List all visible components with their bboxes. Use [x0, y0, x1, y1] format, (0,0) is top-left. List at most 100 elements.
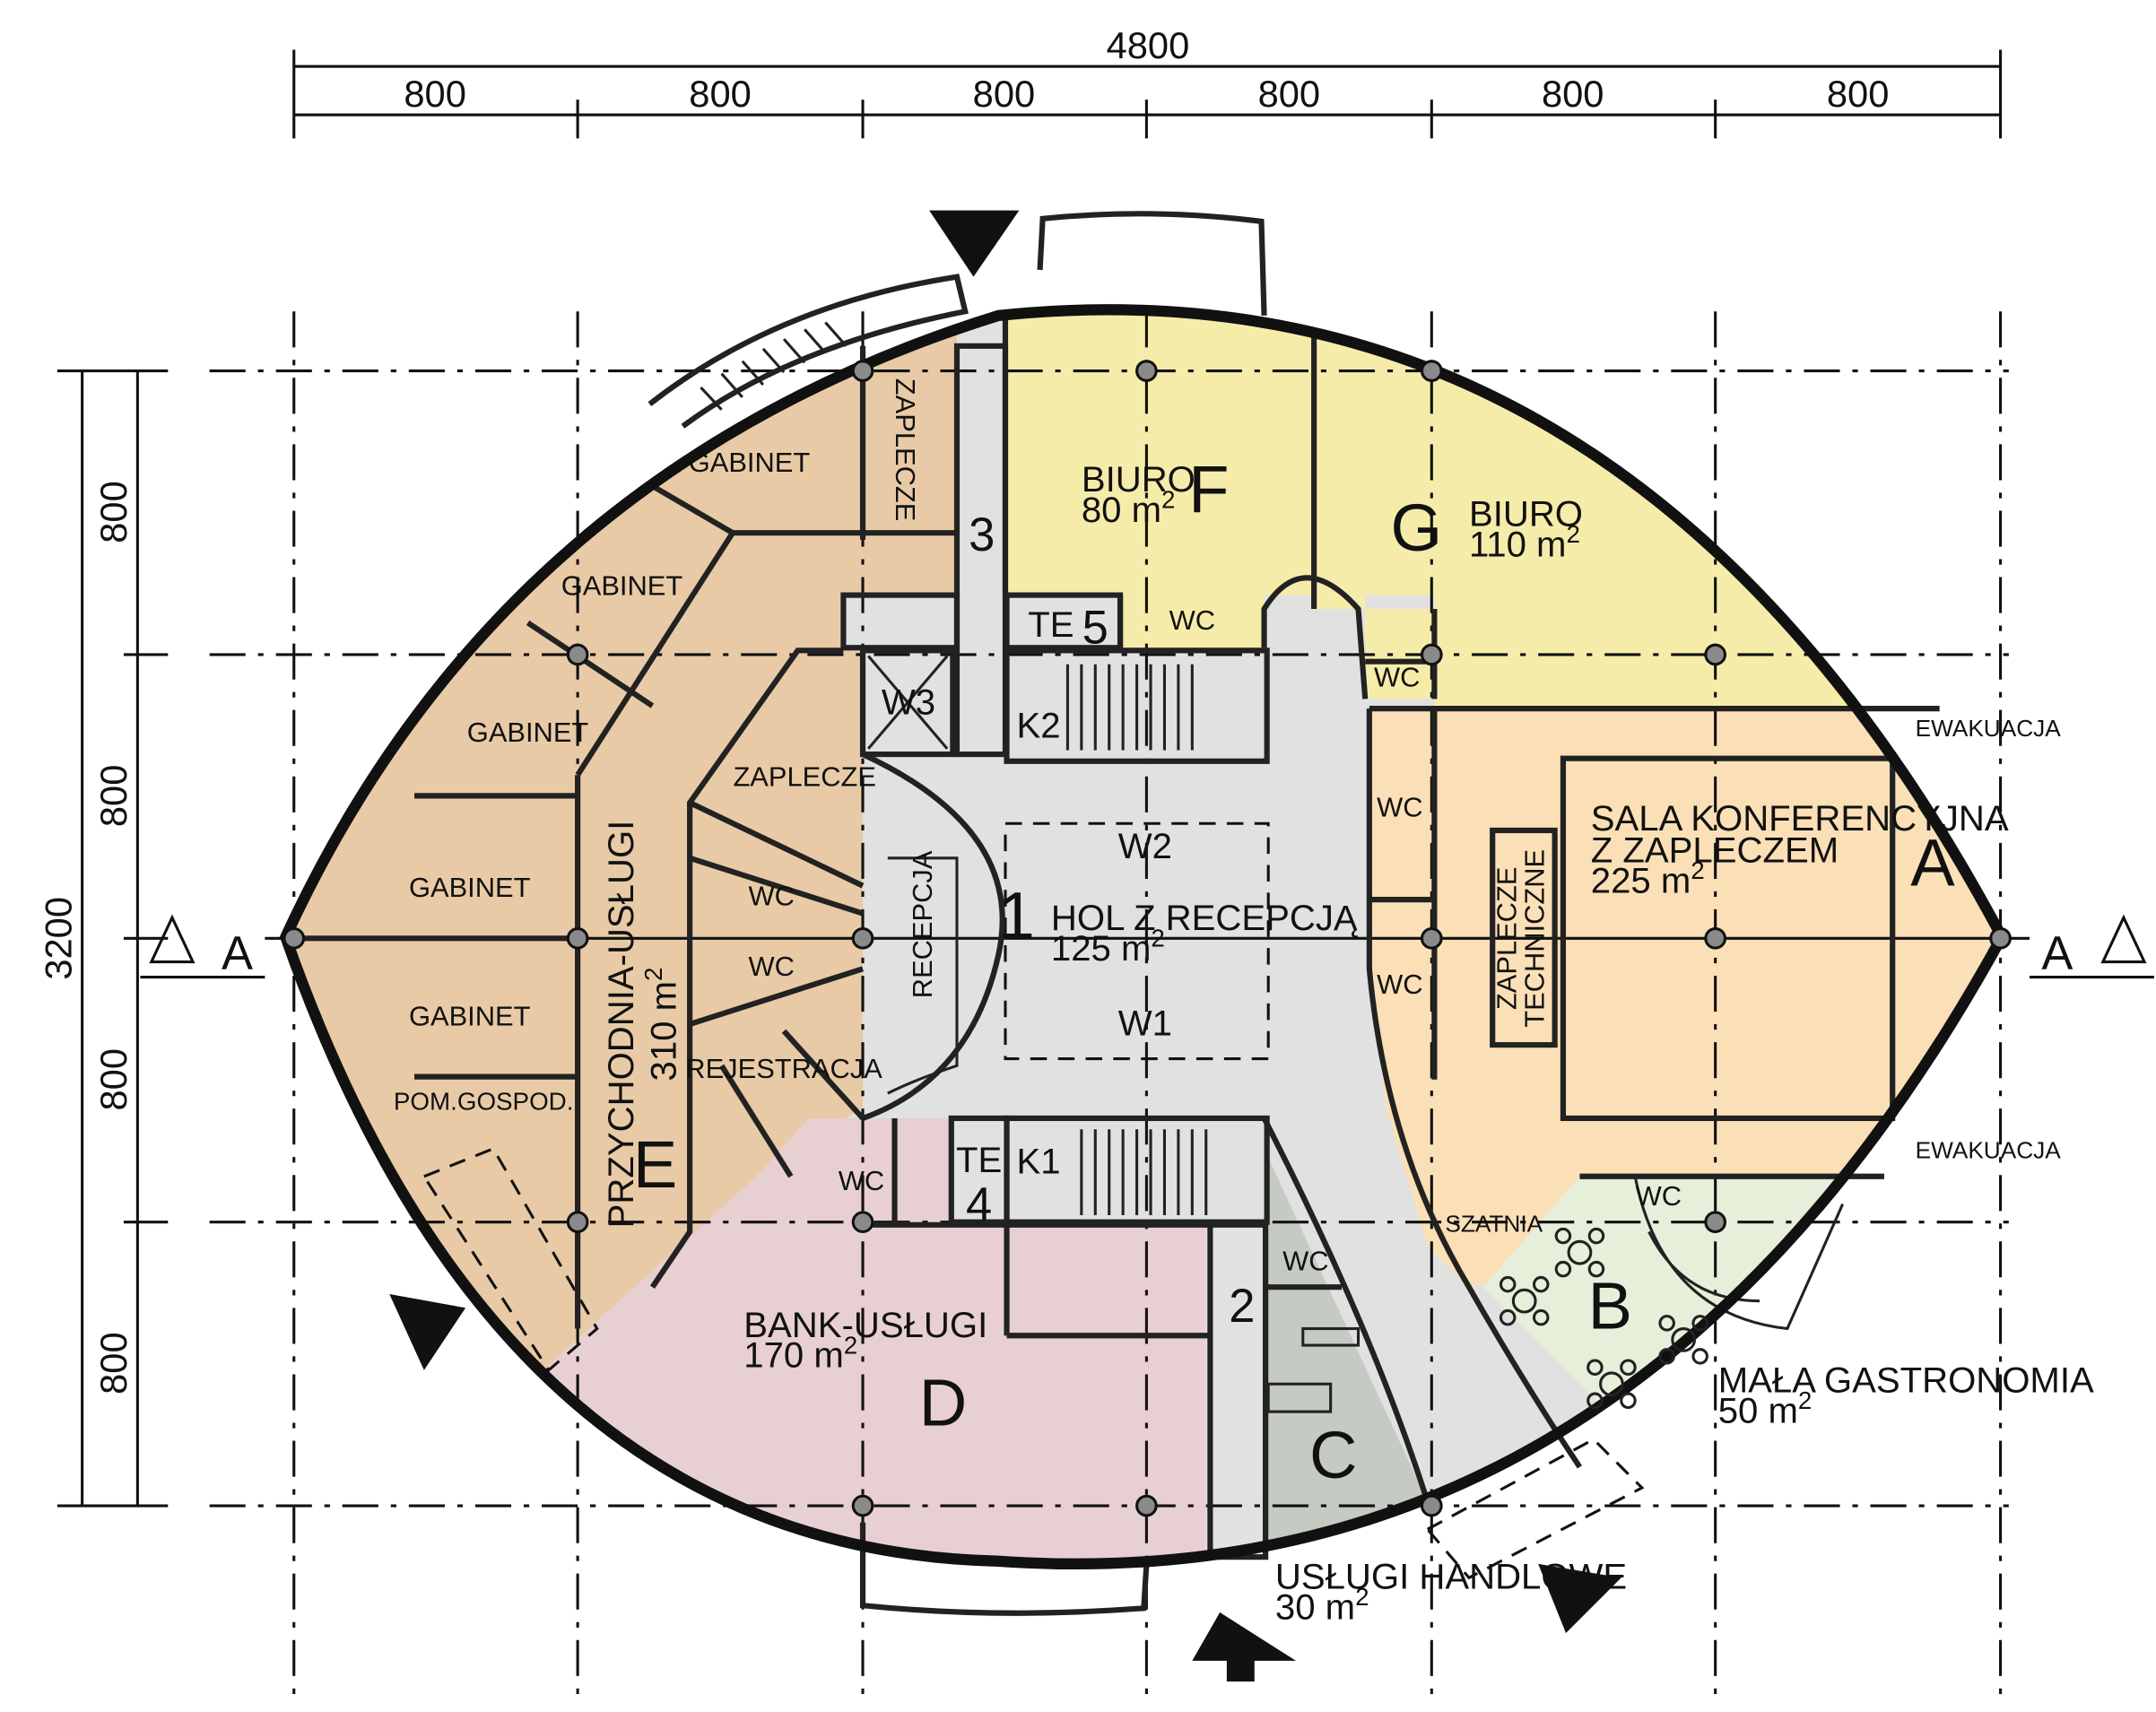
- entrance-arrow-southeast: [1538, 1563, 1621, 1634]
- zone-g-area-sup: 2: [1566, 520, 1579, 548]
- module-width-label: 800: [973, 73, 1036, 115]
- columns: [283, 360, 2012, 1517]
- zone-b-area: 50 m2: [1718, 1386, 1813, 1430]
- hall-area: 125 m2: [1051, 925, 1165, 969]
- room-gabinet-3: GABINET: [467, 717, 589, 748]
- core-number-2: 2: [1229, 1281, 1255, 1333]
- room-labels: GABINET GABINET GABINET GABINET GABINET …: [394, 378, 2094, 1628]
- module-height-label: 800: [92, 765, 135, 828]
- room-gabinet-5: GABINET: [409, 1001, 531, 1032]
- room-wc: WC: [1377, 792, 1422, 823]
- zone-b-area-value: 50 m: [1718, 1390, 1798, 1430]
- zone-f-area: 80 m2: [1082, 485, 1176, 529]
- cafe-tables: [1499, 1227, 1708, 1410]
- module-width-label: 800: [1258, 73, 1321, 115]
- zone-b-letter: B: [1588, 1269, 1632, 1343]
- core-te-5: TE: [1028, 604, 1074, 645]
- room-wc: WC: [839, 1165, 884, 1196]
- zone-f-letter: F: [1188, 452, 1229, 526]
- room-zaplecze-techniczne-2: TECHNICZNE: [1518, 849, 1550, 1028]
- room-wc: WC: [748, 880, 794, 911]
- zone-b-area-sup: 2: [1798, 1386, 1812, 1414]
- core-number-3: 3: [969, 509, 995, 561]
- zone-a-name-line1: SALA KONFERENCYJNA: [1591, 798, 2009, 839]
- balconies: [422, 211, 1645, 1616]
- zone-c-area-sup: 2: [1355, 1583, 1369, 1611]
- module-width-label: 800: [1542, 73, 1604, 115]
- dimension-labels: 4800 800 800 800 800 800 800 3200 800 80…: [37, 24, 1889, 1395]
- zone-d-area: 170 m2: [743, 1331, 857, 1375]
- zone-d-area-value: 170 m: [743, 1335, 843, 1376]
- room-pom-gospod: POM.GOSPOD.: [394, 1088, 574, 1116]
- hall-area-value: 125 m: [1051, 928, 1151, 969]
- zone-a-letter: A: [1910, 826, 1955, 900]
- room-wc: WC: [1282, 1246, 1328, 1277]
- room-wc: WC: [1377, 969, 1422, 1000]
- module-width-label: 800: [689, 73, 752, 115]
- entrance-arrow-north: [929, 210, 1020, 277]
- stair-k1: [1080, 1129, 1208, 1215]
- zone-e-area: 310 m2: [639, 968, 683, 1082]
- zone-e-name: PRZYCHODNIA-USŁUGI: [601, 821, 641, 1229]
- module-height-label: 800: [92, 481, 135, 543]
- room-wc: WC: [748, 951, 794, 982]
- zone-a-area: 225 m2: [1591, 856, 1705, 900]
- zone-d-name: BANK-USŁUGI: [743, 1305, 987, 1345]
- room-ewakuacja-south: EWAKUACJA: [1916, 1137, 2062, 1164]
- total-height-label: 3200: [37, 897, 79, 980]
- room-gabinet-4: GABINET: [409, 872, 531, 903]
- dimension-lines: [57, 49, 2003, 1508]
- wc-g-fill: [1365, 609, 1435, 700]
- interior-walls: [292, 315, 1940, 1560]
- core-w1: W1: [1118, 1003, 1172, 1043]
- module-height-label: 800: [92, 1332, 135, 1395]
- core-k2: K2: [1016, 706, 1060, 746]
- zone-e-letter: E: [633, 1127, 677, 1202]
- entrance-arrows: [389, 210, 1621, 1682]
- zone-g-letter: G: [1391, 491, 1443, 565]
- room-ewakuacja-north: EWAKUACJA: [1916, 715, 2062, 742]
- core-number-5: 5: [1082, 603, 1108, 655]
- section-label-left: A: [222, 927, 253, 979]
- module-width-label: 800: [404, 73, 466, 115]
- section-markers: A A: [140, 914, 2154, 979]
- section-triangle-right: [2100, 914, 2147, 964]
- core-te-4: TE: [956, 1140, 1002, 1180]
- hall-number: 1: [998, 878, 1035, 952]
- room-zaplecze-1: ZAPLECZE: [890, 378, 921, 521]
- section-label-right: A: [2041, 927, 2073, 979]
- zone-d-letter: D: [919, 1366, 968, 1440]
- zone-g-area: 110 m2: [1469, 520, 1580, 564]
- zone-g-area-value: 110 m: [1469, 524, 1567, 564]
- zone-d-area-sup: 2: [844, 1331, 857, 1359]
- zone-a-area-value: 225 m: [1591, 860, 1691, 900]
- zone-e-area-value: 310 m: [644, 981, 684, 1081]
- room-szatnia: SZATNIA: [1445, 1210, 1543, 1237]
- zone-a-name-line2: Z ZAPLECZEM: [1591, 830, 1839, 870]
- hall-name: HOL Z RECEPCJĄ: [1051, 898, 1358, 938]
- zone-f-area-sup: 2: [1161, 485, 1175, 513]
- wc-f-fill: [1120, 595, 1265, 648]
- room-zaplecze-2: ZAPLECZE: [733, 761, 875, 793]
- zone-c-area-value: 30 m: [1275, 1587, 1355, 1628]
- entrance-arrow-south: [1192, 1612, 1297, 1682]
- zone-f-name: BIURO: [1082, 459, 1195, 500]
- core-w3: W3: [882, 682, 935, 722]
- core-number-4: 4: [966, 1179, 992, 1231]
- zone-b-name: MAŁA GASTRONOMIA: [1718, 1360, 2094, 1401]
- hall-area-sup: 2: [1151, 925, 1164, 952]
- room-zaplecze-techniczne-1: ZAPLECZE: [1491, 867, 1522, 1010]
- zone-f-area-value: 80 m: [1082, 490, 1161, 530]
- entrance-arrow-southwest: [389, 1293, 466, 1370]
- biuro-f-fill: [1004, 309, 1315, 595]
- total-width-label: 4800: [1107, 24, 1190, 66]
- room-wc: WC: [1374, 661, 1420, 692]
- zone-c-name: USŁUGI HANDLOWE: [1275, 1557, 1627, 1597]
- room-gabinet-2: GABINET: [561, 570, 683, 602]
- room-wc: WC: [1169, 604, 1215, 636]
- room-rejestracja: REJESTRACJA: [685, 1053, 882, 1084]
- zone-g-name: BIURO: [1469, 493, 1583, 534]
- core-w2: W2: [1118, 826, 1172, 866]
- section-triangle-left: [149, 914, 196, 964]
